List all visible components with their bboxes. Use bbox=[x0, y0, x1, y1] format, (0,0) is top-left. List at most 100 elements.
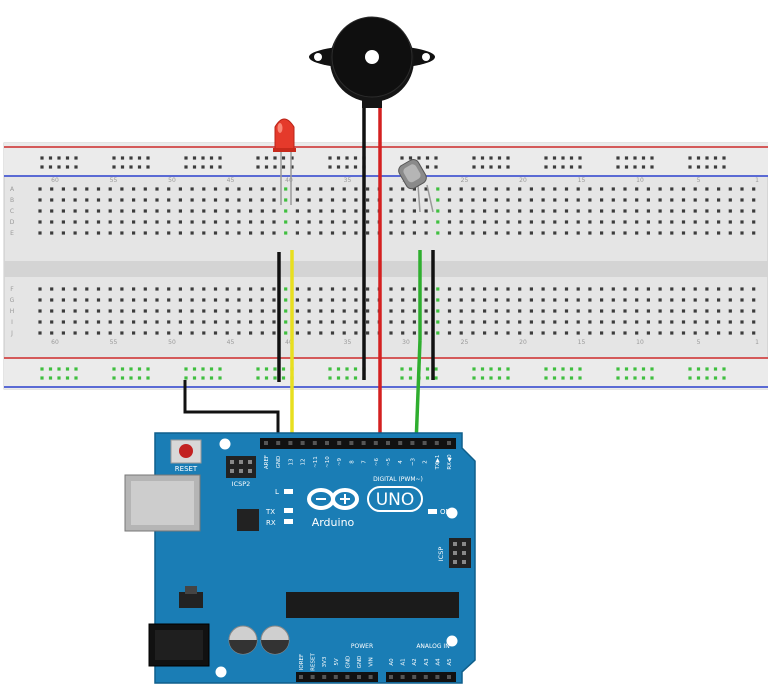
breadboard-hole bbox=[342, 298, 346, 302]
breadboard-hole bbox=[401, 187, 405, 191]
pin-label: 8 bbox=[349, 460, 355, 464]
breadboard-hole bbox=[658, 287, 662, 291]
breadboard-hole bbox=[85, 220, 89, 224]
breadboard-hole bbox=[178, 287, 182, 291]
breadboard-hole bbox=[646, 198, 650, 202]
breadboard-hole bbox=[260, 231, 264, 235]
breadboard-hole bbox=[553, 187, 557, 191]
breadboard-hole bbox=[623, 209, 627, 213]
breadboard-hole bbox=[717, 287, 721, 291]
breadboard-hole bbox=[354, 309, 358, 313]
breadboard-hole bbox=[202, 187, 206, 191]
rail-hole bbox=[472, 376, 476, 380]
breadboard-hole bbox=[120, 198, 124, 202]
breadboard-hole bbox=[518, 287, 522, 291]
breadboard-hole bbox=[108, 309, 112, 313]
breadboard-hole bbox=[424, 298, 428, 302]
breadboard-hole bbox=[202, 320, 206, 324]
breadboard-hole bbox=[728, 187, 732, 191]
breadboard-hole bbox=[740, 231, 744, 235]
rail-hole bbox=[336, 367, 341, 371]
rail-hole bbox=[57, 165, 61, 169]
header-pin bbox=[322, 675, 327, 679]
breadboard-hole bbox=[752, 220, 756, 224]
column-number: 20 bbox=[519, 177, 527, 184]
rail-hole bbox=[506, 156, 510, 160]
breadboard-hole bbox=[483, 309, 487, 313]
rail-hole bbox=[713, 367, 718, 371]
breadboard-hole bbox=[564, 209, 569, 213]
header-pin bbox=[312, 441, 317, 445]
breadboard-hole bbox=[342, 220, 346, 224]
breadboard-hole bbox=[38, 231, 42, 235]
rail-hole bbox=[201, 367, 205, 371]
breadboard-hole bbox=[717, 187, 721, 191]
breadboard-hole bbox=[167, 231, 171, 235]
breadboard-hole bbox=[260, 298, 264, 302]
breadboard-hole bbox=[61, 198, 65, 202]
icsp-label: ICSP bbox=[437, 547, 445, 562]
breadboard-hole bbox=[249, 287, 253, 291]
rail-hole bbox=[328, 376, 332, 380]
pin-label: A2 bbox=[412, 658, 418, 665]
breadboard-hole bbox=[225, 220, 229, 224]
breadboard-hole bbox=[202, 209, 206, 213]
breadboard-hole bbox=[623, 198, 627, 202]
breadboard-hole bbox=[646, 287, 650, 291]
rail-hole bbox=[616, 156, 620, 160]
board-model: UNO bbox=[376, 490, 415, 510]
breadboard-hole bbox=[646, 231, 650, 235]
breadboard-hole bbox=[237, 309, 241, 313]
breadboard-hole bbox=[518, 187, 522, 191]
rail-hole bbox=[184, 165, 188, 169]
rail-hole bbox=[506, 376, 510, 380]
breadboard-hole bbox=[494, 209, 498, 213]
rail-hole bbox=[480, 367, 485, 371]
breadboard-hole bbox=[658, 298, 662, 302]
rail-hole bbox=[192, 156, 197, 160]
breadboard-hole bbox=[646, 298, 650, 302]
breadboard-hole bbox=[319, 209, 323, 213]
breadboard-hole bbox=[85, 309, 89, 313]
breadboard-hole bbox=[295, 198, 299, 202]
breadboard-hole bbox=[96, 220, 101, 224]
breadboard-hole bbox=[319, 187, 323, 191]
atmega-chip bbox=[286, 592, 459, 618]
rail-hole bbox=[489, 165, 493, 169]
voltage-regulator bbox=[179, 586, 203, 608]
breadboard-hole bbox=[670, 331, 674, 335]
breadboard-hole bbox=[412, 187, 416, 191]
breadboard-hole bbox=[588, 187, 592, 191]
breadboard-hole bbox=[389, 231, 393, 235]
breadboard-hole bbox=[307, 231, 311, 235]
status-leds: L TX RX ON bbox=[265, 488, 451, 527]
breadboard-hole bbox=[611, 187, 615, 191]
breadboard-hole bbox=[202, 331, 206, 335]
rail-hole bbox=[209, 367, 214, 371]
breadboard-hole bbox=[342, 231, 346, 235]
breadboard-hole bbox=[506, 209, 510, 213]
breadboard-hole bbox=[225, 231, 229, 235]
breadboard-hole bbox=[506, 298, 510, 302]
breadboard-hole bbox=[424, 220, 428, 224]
breadboard-hole bbox=[389, 198, 393, 202]
rail-hole bbox=[497, 376, 502, 380]
rail-hole bbox=[264, 367, 269, 371]
breadboard-hole bbox=[342, 320, 346, 324]
breadboard-hole bbox=[319, 298, 323, 302]
breadboard-hole bbox=[389, 298, 393, 302]
rail-hole bbox=[146, 367, 150, 371]
breadboard-hole bbox=[588, 298, 592, 302]
pin-label: 5V bbox=[334, 658, 340, 665]
breadboard-hole bbox=[178, 331, 182, 335]
rail-hole bbox=[578, 156, 582, 160]
rail-hole bbox=[722, 156, 726, 160]
breadboard-hole bbox=[506, 220, 510, 224]
breadboard-hole bbox=[237, 231, 241, 235]
breadboard-hole bbox=[237, 320, 241, 324]
breadboard-hole bbox=[424, 198, 428, 202]
breadboard-hole bbox=[670, 231, 674, 235]
breadboard-hole bbox=[447, 187, 452, 191]
icsp-pin bbox=[239, 469, 243, 473]
breadboard-hole bbox=[155, 331, 159, 335]
